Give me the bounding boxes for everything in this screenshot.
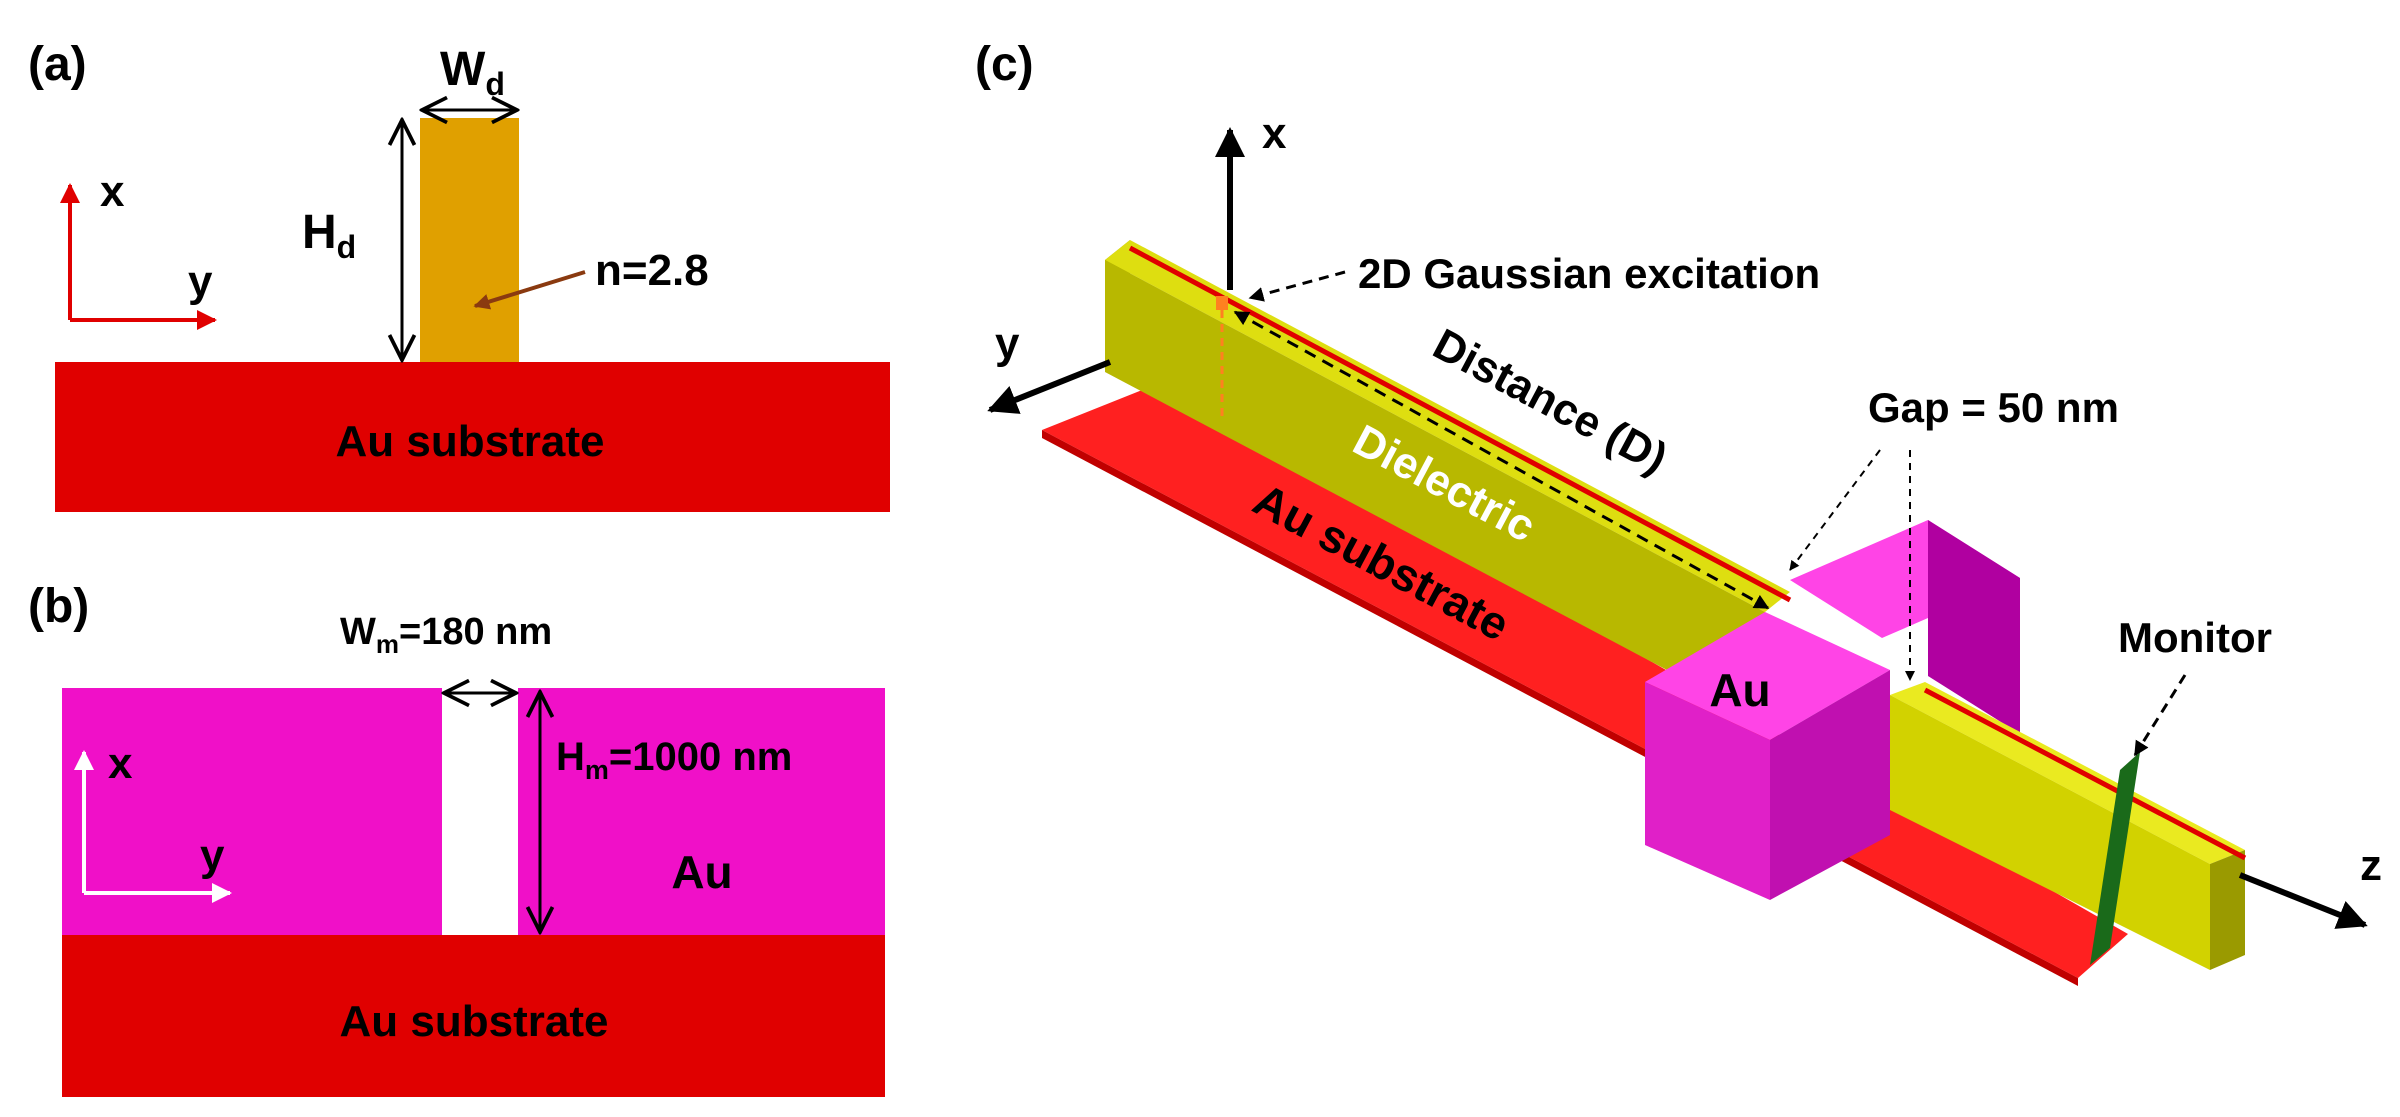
panel-b: (b) Au substrate x y Wm=180 nm Hm=1000 n… [28, 580, 885, 1097]
panel-b-width-label: Wm=180 nm [340, 611, 552, 659]
panel-c-monitor [2090, 752, 2140, 965]
panel-c-dielectric-front-red-edge [1923, 687, 2247, 861]
panel-b-right-metal-block [518, 688, 885, 938]
panel-c-monitor-label: Monitor [2118, 614, 2272, 661]
panel-a-index-label: n=2.8 [595, 246, 709, 295]
panel-c-excitation-source [1216, 296, 1228, 310]
panel-c: (c) Au x y z 2D Gaussi [975, 38, 2382, 986]
panel-b-axes: x y [74, 739, 232, 903]
panel-c-gap-label: Gap = 50 nm [1868, 384, 2119, 431]
panel-c-label: (c) [975, 38, 1034, 91]
panel-a-substrate [55, 362, 890, 512]
panel-b-height-label: Hm=1000 nm [556, 735, 792, 785]
panel-c-excitation-label: 2D Gaussian excitation [1358, 250, 1820, 297]
panel-b-substrate [62, 935, 885, 1097]
panel-c-au-block-back-side [1928, 520, 2020, 734]
panel-c-z-axis-label: z [2360, 841, 2382, 890]
panel-a-height-label: Hd [302, 206, 356, 265]
panel-c-dielectric-front-top [1890, 682, 2245, 864]
panel-b-substrate-label: Au substrate [340, 997, 609, 1046]
panel-a-x-axis-label: x [100, 167, 125, 216]
panel-a-index-pointer [473, 270, 586, 310]
panel-c-x-axis-label: x [1262, 109, 1287, 158]
panel-c-au-block-label: Au [1709, 664, 1770, 716]
panel-c-y-axis-arrow [987, 359, 1112, 414]
panel-c-monitor-pointer [2133, 674, 2187, 757]
panel-a-substrate-label: Au substrate [336, 417, 605, 466]
panel-a-y-axis-label: y [188, 257, 213, 306]
panel-c-au-block-front-top [1645, 612, 1890, 740]
panel-a-axes: x y [60, 167, 217, 330]
panel-a-dielectric-ridge [420, 118, 519, 362]
panel-b-left-metal-block [62, 688, 442, 938]
panel-c-z-axis-arrow [2238, 872, 2368, 929]
panel-c-y-axis-label: y [995, 319, 1020, 368]
panel-c-distance-arrow [1233, 310, 1770, 610]
panel-a-label: (a) [28, 38, 87, 91]
panel-c-dielectric-front-face [1890, 695, 2210, 970]
panel-b-y-axis-label: y [200, 831, 225, 880]
panel-c-au-block-front-face [1645, 682, 1770, 900]
panel-c-au-block-side-face [1770, 670, 1890, 900]
panel-a-width-label: Wd [440, 43, 505, 102]
panel-b-x-axis-label: x [108, 739, 133, 788]
panel-b-metal-label: Au [671, 846, 732, 898]
panel-b-label: (b) [28, 580, 89, 633]
panel-c-excitation-pointer [1248, 270, 1346, 302]
panel-a: (a) x y Au substrate Wd Hd n=2.8 [28, 38, 890, 512]
panel-c-dielectric-front-end [2210, 850, 2245, 970]
